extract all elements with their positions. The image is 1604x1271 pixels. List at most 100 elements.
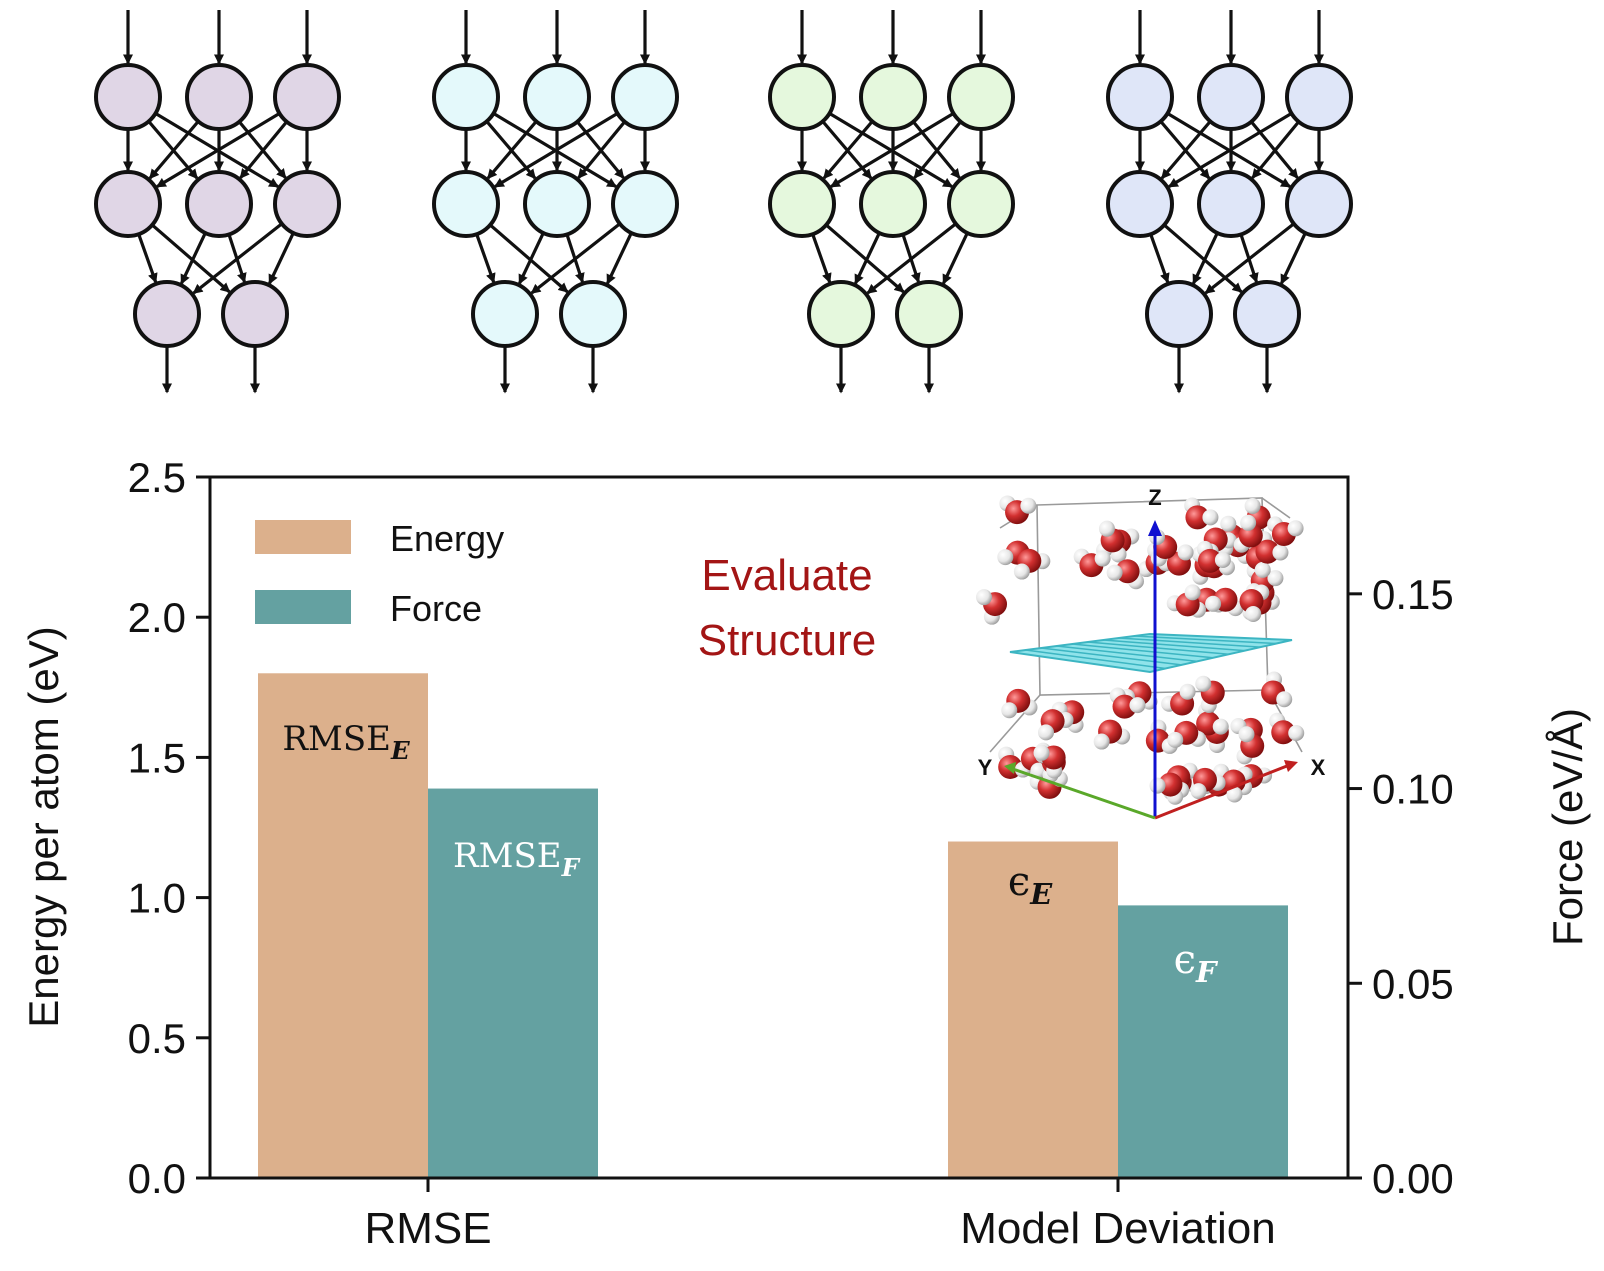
x-tick-label: RMSE <box>364 1204 491 1253</box>
bar-label-base: RMSE <box>453 836 562 876</box>
hydrogen-atom <box>997 549 1014 566</box>
connection-arrow <box>489 223 569 293</box>
hydrogen-atom <box>1214 552 1231 569</box>
neuron-node <box>1197 63 1265 131</box>
left-tick-label: 0.0 <box>128 1155 186 1202</box>
hydrogen-atom <box>1167 731 1184 748</box>
left-tick-label: 2.5 <box>128 454 186 501</box>
hydrogen-atom <box>1205 595 1222 612</box>
right-tick-label: 0.10 <box>1372 766 1454 813</box>
hydrogen-atom <box>1195 675 1212 692</box>
neuron-node <box>611 170 679 238</box>
inset-y-arrowhead <box>1004 762 1016 774</box>
hydrogen-atom <box>1276 691 1293 708</box>
left-tick-label: 2.0 <box>128 594 186 641</box>
neuron-node <box>895 280 963 348</box>
connection-arrow <box>1163 223 1243 293</box>
inset-x-axis <box>1154 762 1293 820</box>
bar-label-subscript: F <box>1195 955 1219 989</box>
hydrogen-atom <box>1245 605 1262 622</box>
neuron-node <box>947 63 1015 131</box>
inset-axis-label-z: Z <box>1148 485 1161 510</box>
bar-label-base: ϵ <box>1174 937 1196 983</box>
inset-axes <box>1004 520 1298 820</box>
connection-arrow <box>811 233 832 284</box>
connection-arrow <box>829 112 955 188</box>
legend-swatch-force <box>255 590 351 624</box>
legend: Energy Force <box>255 518 504 629</box>
neuron-node <box>432 170 500 238</box>
hydrogen-atom <box>1038 724 1055 741</box>
connection-arrow <box>148 120 200 180</box>
hydrogen-atom <box>1226 786 1243 803</box>
neuron-node <box>523 170 591 238</box>
connection-arrow <box>151 223 231 293</box>
bar-label-force-model-deviation: ϵF <box>1174 937 1219 989</box>
legend-swatch-energy <box>255 520 351 554</box>
bar-force-model-deviation <box>1118 905 1288 1178</box>
hydrogen-atom <box>1184 584 1201 601</box>
neuron-node <box>859 170 927 238</box>
water-molecules <box>975 495 1305 805</box>
connection-arrow <box>854 232 881 285</box>
neuron-node <box>1285 170 1353 238</box>
neuron-node <box>859 63 927 131</box>
hydrogen-atom <box>1220 515 1237 532</box>
connection-arrow <box>1149 233 1170 284</box>
neuron-node <box>768 170 836 238</box>
neuron-node <box>1106 63 1174 131</box>
hydrogen-atom <box>1179 683 1196 700</box>
neuron-node <box>94 63 162 131</box>
connection-arrow <box>913 120 962 179</box>
left-tick-label: 1.5 <box>128 734 186 781</box>
hydrogen-atom <box>1244 497 1261 514</box>
hydrogen-atom <box>1287 520 1304 537</box>
annotation-line-1: Evaluate <box>701 551 872 600</box>
graphene-bond <box>1041 647 1182 666</box>
connection-arrow <box>825 223 905 293</box>
oxygen-atom <box>1239 589 1264 614</box>
bar-label-base: RMSE <box>282 719 391 759</box>
hydrogen-atom <box>1177 544 1194 561</box>
connection-arrow <box>942 232 969 285</box>
right-y-axis-ticks: 0.00 0.05 0.10 0.15 <box>1348 571 1454 1202</box>
neuron-node <box>1197 170 1265 238</box>
connection-arrow <box>180 232 207 285</box>
neuron-node <box>947 170 1015 238</box>
hydrogen-atom <box>1094 550 1111 567</box>
neuron-node <box>432 63 500 131</box>
connection-arrow <box>1160 120 1212 180</box>
right-tick-label: 0.00 <box>1372 1155 1454 1202</box>
neuron-node <box>185 63 253 131</box>
hydrogen-atom <box>1190 783 1207 800</box>
hydrogen-atom <box>1238 726 1255 743</box>
bar-energy-rmse <box>258 673 428 1178</box>
inset-y-axis <box>1009 766 1156 820</box>
connection-arrow <box>577 120 626 179</box>
connection-arrow <box>866 222 957 295</box>
oxygen-atom <box>1185 505 1210 530</box>
connection-arrow <box>530 222 621 295</box>
oxygen-atom <box>1197 548 1222 573</box>
legend-label-force: Force <box>390 588 482 629</box>
neuron-node <box>1145 280 1213 348</box>
bar-label-subscript: E <box>390 736 410 765</box>
inset-axis-label-y: Y <box>978 755 993 780</box>
right-y-axis-label: Force (eV/Å) <box>1544 708 1591 946</box>
hydrogen-atom <box>1020 497 1037 514</box>
neuron-node <box>133 280 201 348</box>
hydrogen-atom <box>975 589 992 606</box>
left-tick-label: 1.0 <box>128 875 186 922</box>
bar-label-energy-rmse: RMSEE <box>282 719 410 765</box>
inset-z-arrowhead <box>1148 520 1162 536</box>
right-tick-label: 0.15 <box>1372 571 1454 618</box>
hydrogen-atom <box>1129 697 1146 714</box>
hydrogen-atom <box>1288 725 1305 742</box>
right-tick-label: 0.05 <box>1372 960 1454 1007</box>
graphene-bond <box>1087 641 1229 655</box>
graphene-bond <box>1056 645 1198 663</box>
hydrogen-atom <box>1267 570 1284 587</box>
